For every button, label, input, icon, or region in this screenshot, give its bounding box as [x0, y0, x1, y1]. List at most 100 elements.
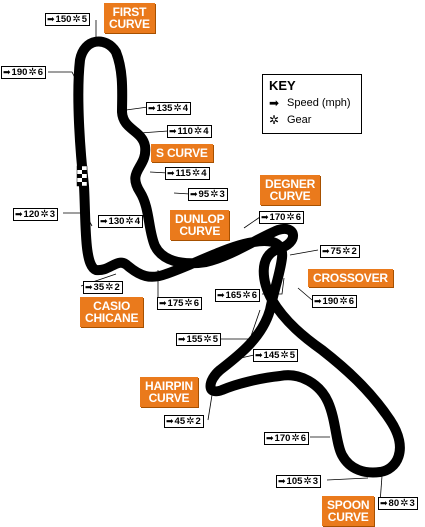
- marker-speed: 150: [55, 14, 72, 25]
- marker-gear: 6: [295, 212, 302, 223]
- speed-arrow-icon: ➡: [85, 282, 93, 292]
- gear-icon: ✲: [242, 290, 251, 301]
- speed-arrow-icon: ➡: [269, 96, 280, 110]
- gear-icon: ✲: [193, 126, 203, 137]
- speed-gear-marker: ➡165✲6: [215, 289, 261, 302]
- key-gear-label: Gear: [287, 114, 312, 126]
- marker-gear: 6: [251, 290, 258, 301]
- speed-gear-marker: ➡45✲2: [164, 415, 204, 428]
- speed-arrow-icon: ➡: [15, 209, 23, 219]
- gear-icon: ✲: [280, 350, 289, 361]
- speed-gear-marker: ➡145✲5: [253, 349, 299, 362]
- gear-icon: ✲: [186, 416, 195, 427]
- marker-speed: 190: [11, 67, 28, 78]
- marker-gear: 3: [409, 498, 415, 509]
- speed-gear-marker: ➡35✲2: [83, 281, 123, 294]
- marker-speed: 110: [177, 126, 193, 137]
- marker-gear: 3: [219, 189, 225, 200]
- corner-label-degner-curve: DEGNER CURVE: [260, 175, 321, 205]
- speed-gear-marker: ➡115✲4: [165, 167, 210, 180]
- speed-arrow-icon: ➡: [322, 246, 330, 256]
- marker-speed: 135: [156, 103, 173, 114]
- speed-arrow-icon: ➡: [167, 168, 175, 178]
- start-finish-line: [76, 165, 88, 187]
- gear-icon: ✲: [339, 296, 348, 307]
- marker-gear: 3: [49, 209, 56, 220]
- marker-speed: 170: [269, 212, 286, 223]
- speed-gear-marker: ➡170✲6: [264, 432, 310, 445]
- speed-gear-marker: ➡120✲3: [13, 208, 59, 221]
- leader-line: [289, 249, 319, 256]
- marker-speed: 165: [225, 290, 242, 301]
- speed-arrow-icon: ➡: [190, 189, 198, 199]
- circuit-track: [73, 36, 405, 478]
- corner-label-first-curve: FIRST CURVE: [104, 3, 155, 33]
- marker-speed: 155: [186, 334, 203, 345]
- leader-line: [326, 477, 369, 481]
- map-key: KEY ➡ Speed (mph) ✲ Gear: [262, 74, 362, 134]
- speed-arrow-icon: ➡: [148, 103, 156, 113]
- speed-gear-marker: ➡190✲6: [1, 66, 47, 79]
- speed-gear-marker: ➡105✲3: [276, 475, 322, 488]
- key-gear-row: ✲ Gear: [269, 113, 311, 127]
- corner-label-dunlop-curve: DUNLOP CURVE: [170, 210, 230, 240]
- marker-gear: 5: [212, 334, 219, 345]
- marker-gear: 4: [201, 168, 207, 179]
- marker-speed: 190: [322, 296, 339, 307]
- marker-gear: 6: [300, 433, 307, 444]
- speed-gear-marker: ➡150✲5: [45, 13, 91, 26]
- marker-gear: 6: [193, 298, 200, 309]
- gear-icon: ✲: [125, 216, 134, 227]
- speed-arrow-icon: ➡: [314, 296, 322, 306]
- speed-gear-marker: ➡130✲4: [98, 215, 144, 228]
- leader-line: [125, 106, 149, 111]
- gear-icon: ✲: [286, 212, 295, 223]
- key-speed-row: ➡ Speed (mph): [269, 96, 351, 110]
- marker-gear: 2: [195, 416, 201, 427]
- speed-gear-marker: ➡190✲6: [312, 295, 358, 308]
- marker-speed: 80: [388, 498, 400, 509]
- marker-gear: 2: [351, 246, 357, 257]
- speed-gear-marker: ➡75✲2: [320, 245, 360, 258]
- speed-arrow-icon: ➡: [100, 216, 108, 226]
- marker-gear: 6: [37, 67, 44, 78]
- marker-speed: 170: [274, 433, 291, 444]
- speed-arrow-icon: ➡: [178, 334, 186, 344]
- marker-speed: 120: [23, 209, 40, 220]
- key-title: KEY: [269, 78, 296, 93]
- gear-icon: ✲: [191, 168, 201, 179]
- leader-line: [139, 130, 169, 134]
- leader-line: [207, 394, 213, 421]
- speed-gear-marker: ➡170✲6: [259, 211, 305, 224]
- marker-gear: 2: [114, 282, 120, 293]
- marker-speed: 145: [263, 350, 280, 361]
- marker-gear: 5: [81, 14, 88, 25]
- marker-speed: 175: [167, 298, 184, 309]
- speed-gear-marker: ➡95✲3: [188, 188, 228, 201]
- marker-gear: 3: [312, 476, 319, 487]
- gear-icon: ✲: [269, 113, 280, 127]
- leader-line: [243, 216, 261, 229]
- gear-icon: ✲: [72, 14, 81, 25]
- marker-speed: 115: [175, 168, 191, 179]
- speed-arrow-icon: ➡: [380, 498, 388, 508]
- marker-speed: 130: [108, 216, 125, 227]
- marker-gear: 4: [134, 216, 141, 227]
- corner-label-spoon-curve: SPOON CURVE: [322, 496, 375, 526]
- marker-speed: 45: [174, 416, 186, 427]
- marker-gear: 5: [289, 350, 296, 361]
- gear-icon: ✲: [342, 246, 351, 257]
- speed-arrow-icon: ➡: [159, 298, 167, 308]
- marker-gear: 4: [203, 126, 209, 137]
- speed-gear-marker: ➡110✲4: [167, 125, 212, 138]
- speed-gear-marker: ➡135✲4: [146, 102, 192, 115]
- gear-icon: ✲: [210, 189, 219, 200]
- speed-arrow-icon: ➡: [261, 212, 269, 222]
- gear-icon: ✲: [184, 298, 193, 309]
- speed-arrow-icon: ➡: [47, 14, 55, 24]
- key-speed-label: Speed (mph): [287, 97, 351, 109]
- leader-line: [297, 287, 313, 301]
- speed-gear-marker: ➡175✲6: [157, 297, 203, 310]
